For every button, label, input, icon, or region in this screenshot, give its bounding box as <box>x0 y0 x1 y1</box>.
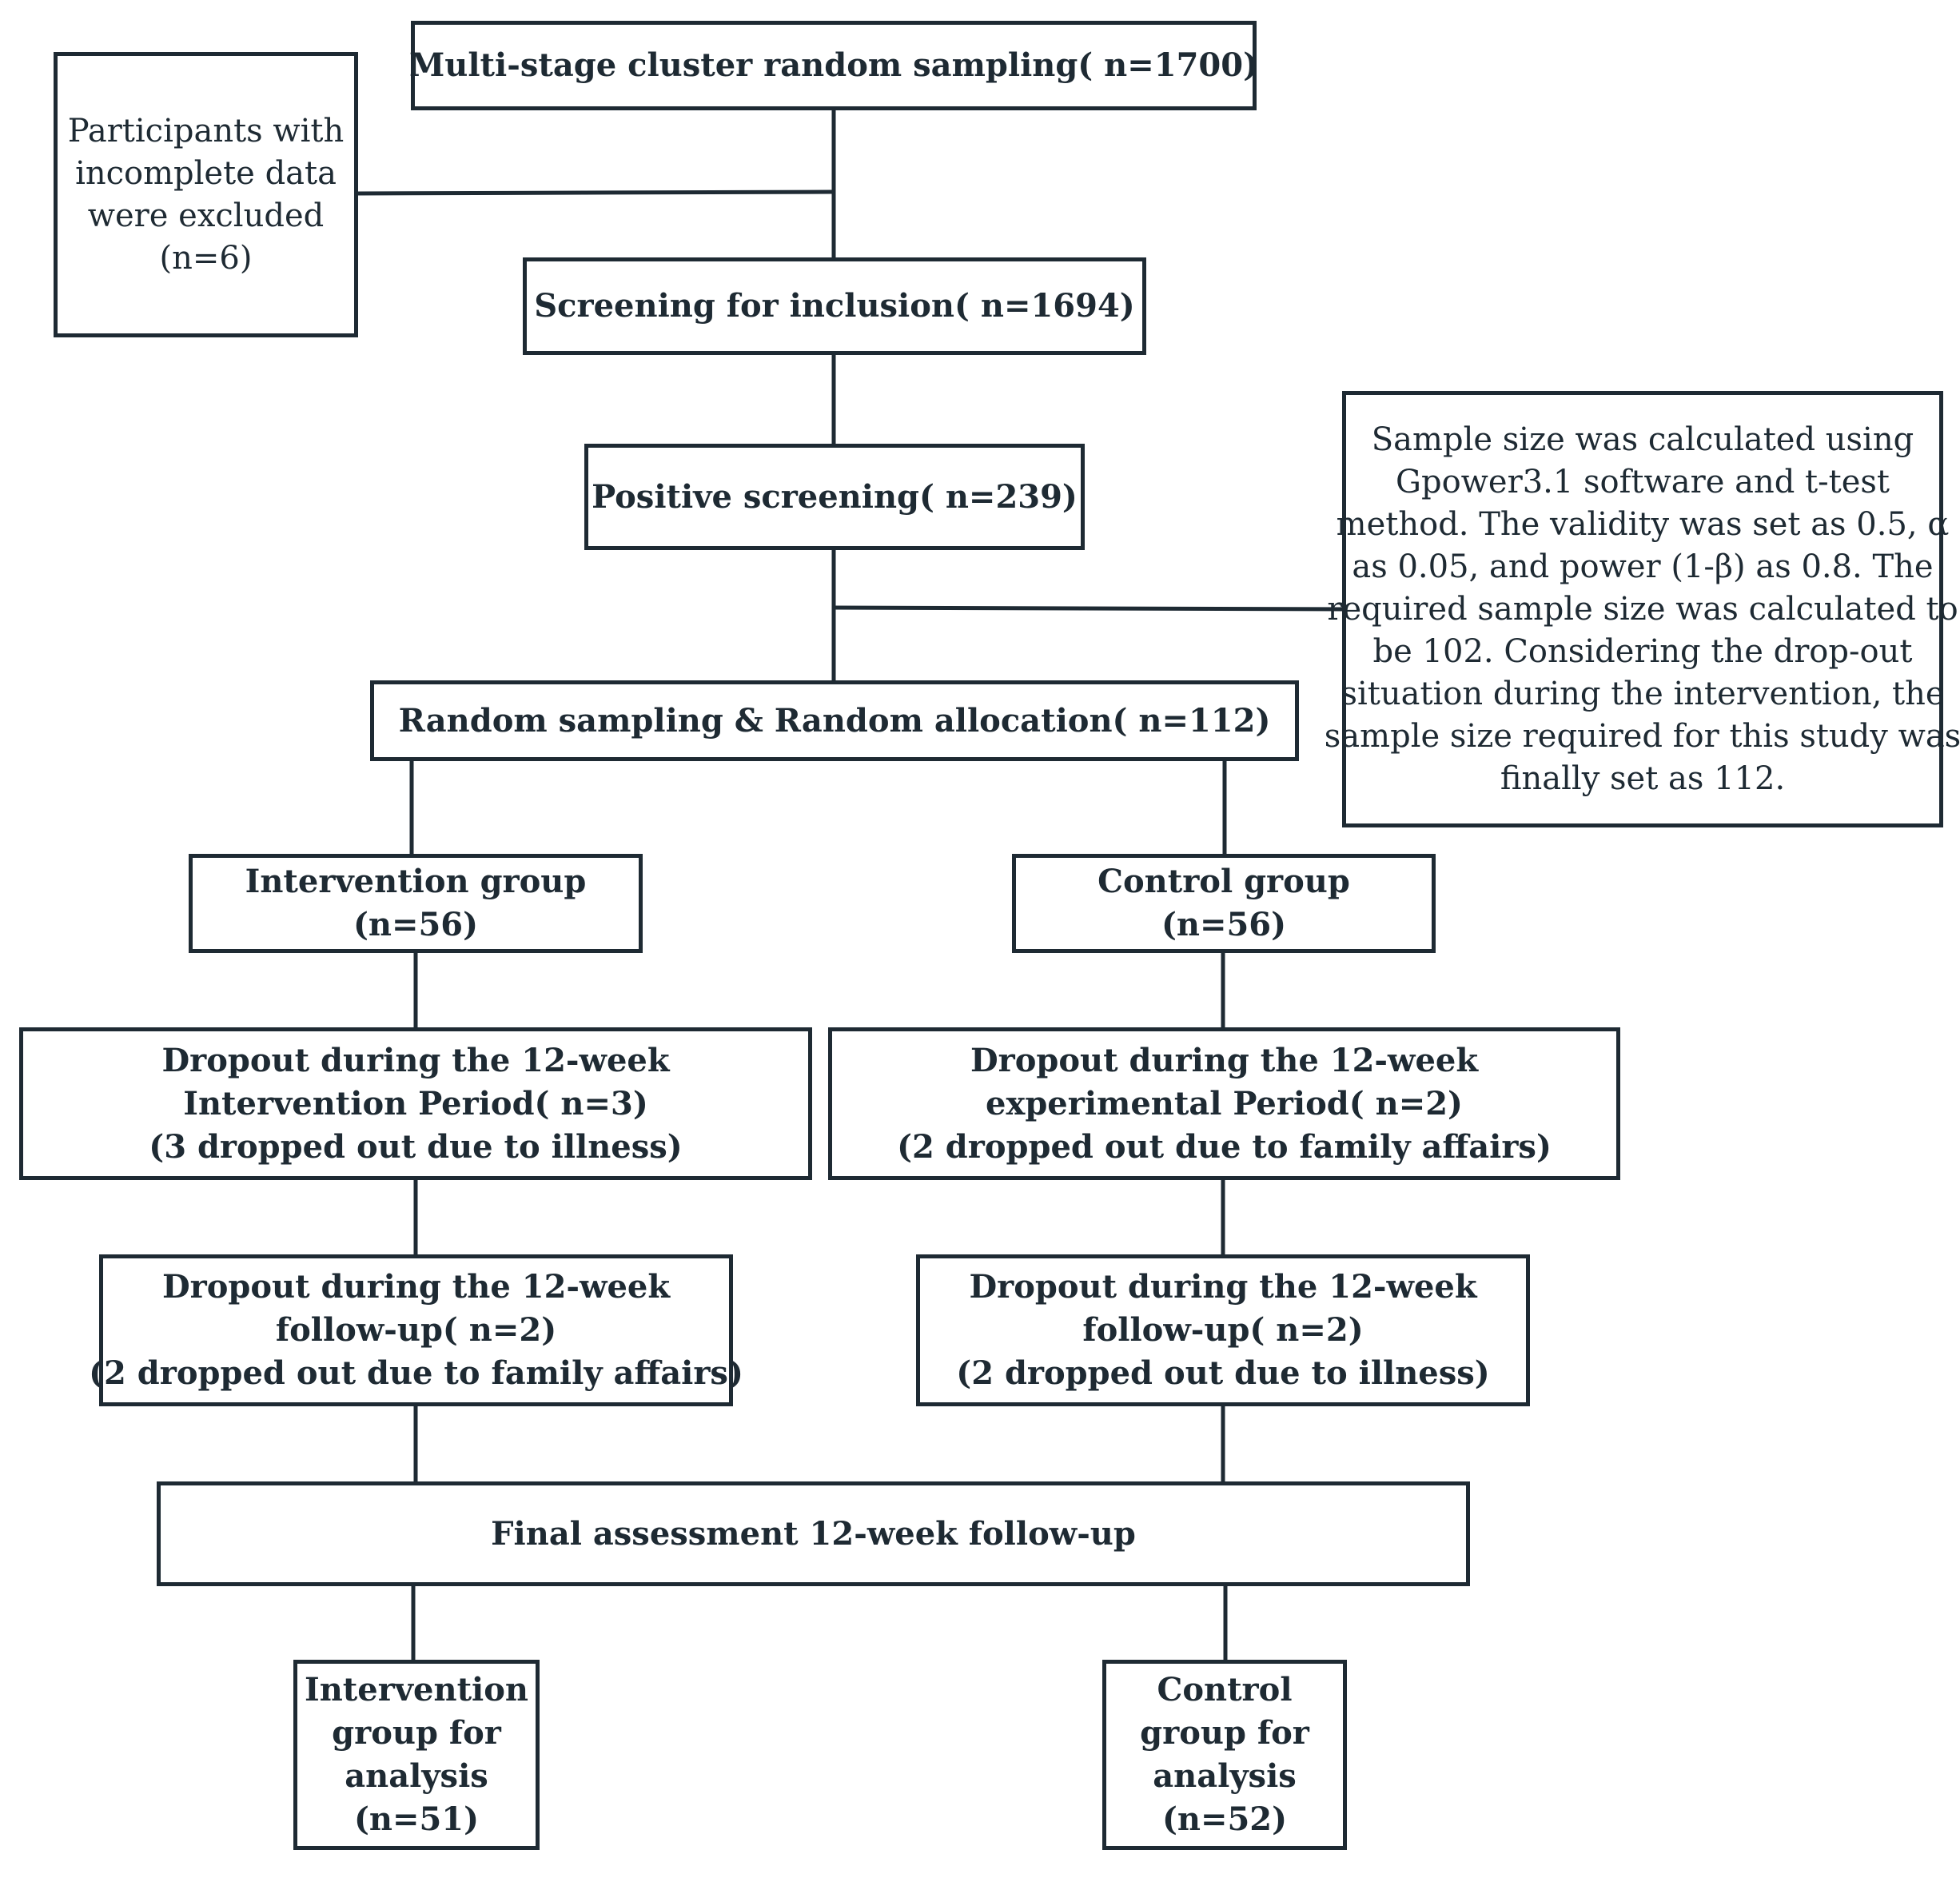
box-text-line: follow-up( n=2) <box>275 1311 557 1349</box>
box-text-line: Multi-stage cluster random sampling( n=1… <box>409 46 1259 84</box>
box-intervention-group: Intervention group (n=56) <box>189 854 643 953</box>
box-random-allocation: Random sampling & Random allocation( n=1… <box>370 680 1299 761</box>
box-text-line: analysis <box>345 1757 488 1795</box>
box-text-line: Intervention group <box>245 863 587 900</box>
box-text-line: (n=52) <box>1161 1800 1288 1838</box>
box-text-line: (n=6) <box>159 239 253 277</box>
box-text-line: sample size required for this study was <box>1324 717 1960 755</box>
box-text-line: be 102. Considering the drop-out <box>1372 632 1913 670</box>
box-text-line: method. The validity was set as 0.5, α <box>1336 505 1950 543</box>
box-sample-size-note: Sample size was calculated using Gpower3… <box>1325 391 1960 827</box>
box-text-line: analysis <box>1153 1757 1297 1795</box>
box-text-line: situation during the intervention, the <box>1341 675 1945 712</box>
box-text-line: Dropout during the 12-week <box>161 1268 671 1306</box>
box-control-group: Control group (n=56) <box>1012 854 1436 953</box>
box-text-line: as 0.05, and power (1-β) as 0.8. The <box>1352 548 1934 585</box>
box-text-line: Positive screening( n=239) <box>592 477 1078 516</box>
box-text-line: (n=56) <box>353 906 479 943</box>
box-intervention-dropout-period: Dropout during the 12-week Intervention … <box>19 1027 812 1180</box>
box-intervention-analysis: Intervention group for analysis (n=51) <box>293 1660 540 1850</box>
box-text-line: (3 dropped out due to illness) <box>149 1127 683 1166</box>
connector-excluded <box>354 189 832 196</box>
box-positive-screening: Positive screening( n=239) <box>584 444 1085 550</box>
box-screening-inclusion: Screening for inclusion( n=1694) <box>523 257 1146 355</box>
box-text-line: Sample size was calculated using <box>1371 421 1914 458</box>
box-text-line: Random sampling & Random allocation( n=1… <box>398 701 1271 740</box>
box-text-line: Control group <box>1098 863 1350 900</box>
box-text-line: Gpower3.1 software and t-test <box>1396 463 1890 500</box>
box-text-line: (2 dropped out due to family affairs) <box>897 1127 1552 1166</box>
box-intervention-dropout-followup: Dropout during the 12-week follow-up( n=… <box>89 1254 743 1406</box>
box-text-line: Dropout during the 12-week <box>970 1041 1479 1079</box>
box-final-assessment: Final assessment 12-week follow-up <box>157 1481 1470 1586</box>
box-control-dropout-followup: Dropout during the 12-week follow-up( n=… <box>916 1254 1530 1406</box>
box-text-line: Dropout during the 12-week <box>161 1041 670 1079</box>
box-text-line: Control <box>1157 1671 1293 1709</box>
box-text-line: experimental Period( n=2) <box>986 1084 1463 1122</box>
box-text-line: required sample size was calculated to <box>1327 590 1958 628</box>
box-text-line: Intervention Period( n=3) <box>183 1084 648 1122</box>
box-multistage-sampling: Multi-stage cluster random sampling( n=1… <box>409 21 1259 110</box>
box-text-line: Intervention <box>305 1671 528 1709</box>
box-control-dropout-period: Dropout during the 12-week experimental … <box>828 1027 1620 1180</box>
box-text-line: (2 dropped out due to family affairs) <box>89 1354 743 1392</box>
box-text-line: (n=56) <box>1161 906 1287 943</box>
box-text-line: group for <box>1140 1714 1309 1752</box>
box-text-line: Dropout during the 12-week <box>969 1268 1477 1306</box>
box-text-line: Participants with <box>67 112 345 150</box>
box-text-line: group for <box>332 1714 501 1752</box>
box-text-line: were excluded <box>87 197 325 234</box>
box-text-line: finally set as 112. <box>1500 760 1786 797</box>
box-text-line: (n=51) <box>353 1800 480 1838</box>
box-text-line: Final assessment 12-week follow-up <box>491 1514 1136 1553</box>
box-text-line: Screening for inclusion( n=1694) <box>534 287 1135 325</box>
box-control-analysis: Control group for analysis (n=52) <box>1102 1660 1347 1850</box>
box-text-line: incomplete data <box>75 154 337 192</box>
box-text-line: (2 dropped out due to illness) <box>956 1354 1490 1392</box>
connector-sample-size-note <box>831 605 1346 612</box>
box-text-line: follow-up( n=2) <box>1082 1311 1364 1349</box>
box-excluded-participants: Participants with incomplete data were e… <box>54 52 358 337</box>
